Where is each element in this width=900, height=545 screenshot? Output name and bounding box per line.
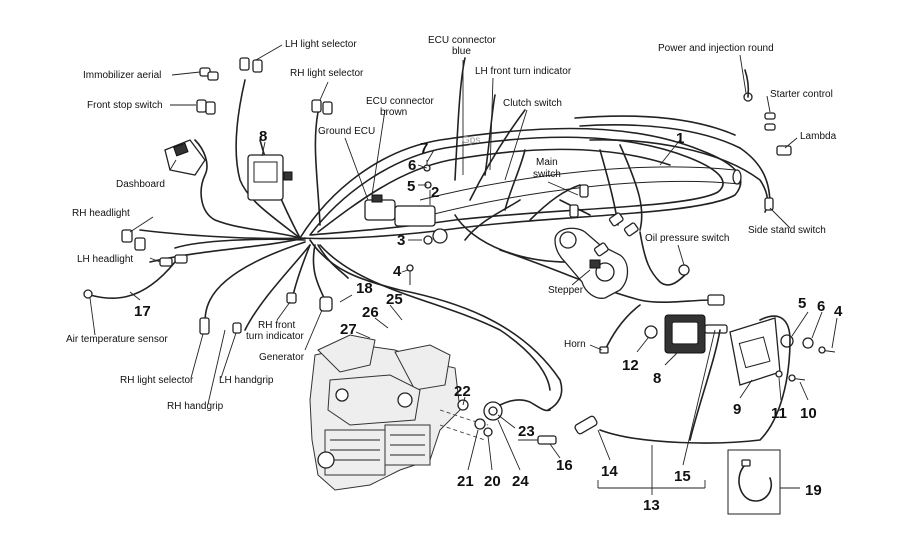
part-number-2: 2 (431, 184, 439, 201)
rh-light-selector-bottom-connector-icon (199, 317, 210, 335)
rh-headlight-connector-icon (121, 229, 146, 251)
main-switch-connector-icon (569, 184, 589, 218)
part-number-5-right: 5 (798, 295, 806, 312)
label-power-injection-round: Power and injection round (658, 43, 774, 54)
leader-lines (89, 44, 838, 495)
part-number-12: 12 (622, 357, 639, 374)
part-number-4: 4 (393, 263, 402, 280)
part-number-23: 23 (518, 423, 535, 440)
part-number-6-right: 6 (817, 298, 825, 315)
ignition-coil-icon (664, 314, 728, 354)
label-rh-handgrip: RH handgrip (167, 401, 224, 412)
label-stepper: Stepper (548, 285, 584, 296)
ecu-box-8-icon (247, 154, 293, 201)
horn-connector-icon (599, 325, 658, 354)
starter-control-connector-icon (764, 112, 776, 131)
lambda-connector-icon (776, 145, 792, 156)
label-generator: Generator (259, 352, 305, 363)
label-lh-front-turn-indicator: LH front turn indicator (475, 66, 572, 77)
rh-front-turn-indicator-connector-icon (286, 292, 297, 304)
lh-handgrip-connector-icon (232, 322, 242, 334)
immobilizer-connector-icon (199, 67, 219, 81)
part-number-1: 1 (676, 130, 684, 147)
part-number-4-right: 4 (834, 303, 843, 320)
lh-light-selector-connector-icon (239, 57, 263, 73)
label-lambda: Lambda (800, 131, 837, 142)
label-ecu-connector-blue-2: blue (452, 46, 471, 57)
label-ground-ecu: Ground ECU (318, 126, 375, 137)
side-stand-switch-connector-icon (764, 197, 774, 211)
frame-tube (419, 166, 742, 216)
part-number-21: 21 (457, 473, 474, 490)
lh-headlight-connector-icon (159, 254, 188, 267)
part-numbers: 1 2 3 4 5 6 7 8 17 18 25 26 27 5 6 4 8 1… (134, 128, 843, 514)
coil-bracket-icon (729, 317, 781, 386)
part-number-3: 3 (397, 232, 405, 249)
part-number-17: 17 (134, 303, 151, 320)
part-number-11: 11 (771, 405, 787, 422)
label-gps: Gps (462, 135, 480, 146)
label-rh-front-turn-indicator-1: RH front (258, 320, 295, 331)
ecu-connector-icon (364, 194, 448, 244)
power-injection-round-icon (743, 69, 753, 102)
part-number-9: 9 (733, 401, 741, 418)
label-ecu-connector-brown-2: brown (380, 107, 407, 118)
label-main-switch-1: Main (536, 157, 558, 168)
label-dashboard: Dashboard (116, 179, 165, 190)
part-number-20: 20 (484, 473, 501, 490)
text-labels: LH light selector Immobilizer aerial RH … (66, 35, 837, 412)
clamp-19-icon (727, 449, 781, 515)
label-lh-handgrip: LH handgrip (219, 375, 274, 386)
hv-cables-icon (574, 315, 791, 444)
part-number-14: 14 (601, 463, 618, 480)
engine-illustration (309, 334, 461, 491)
pickup-assembly-icon (439, 399, 557, 445)
label-air-temperature-sensor: Air temperature sensor (66, 334, 168, 345)
label-lh-light-selector: LH light selector (285, 39, 357, 50)
bolts-right-icon (775, 334, 836, 382)
part-number-8-right: 8 (653, 370, 661, 387)
label-horn: Horn (564, 339, 586, 350)
label-rh-light-selector-bottom: RH light selector (120, 375, 194, 386)
label-ecu-connector-brown-1: ECU connector (366, 96, 434, 107)
label-starter-control: Starter control (770, 89, 833, 100)
label-clutch-switch: Clutch switch (503, 98, 562, 109)
label-side-stand-switch: Side stand switch (748, 225, 826, 236)
part-number-13: 13 (643, 497, 660, 514)
part-number-26: 26 (362, 304, 379, 321)
label-ecu-connector-blue-1: ECU connector (428, 35, 496, 46)
generator-connector-icon (319, 296, 333, 312)
part-number-7: 7 (420, 140, 428, 157)
front-stop-switch-connector-icon (196, 99, 216, 115)
part-number-16: 16 (556, 457, 573, 474)
label-rh-light-selector-top: RH light selector (290, 68, 364, 79)
label-oil-pressure-switch: Oil pressure switch (645, 233, 729, 244)
label-front-stop-switch: Front stop switch (87, 100, 163, 111)
part-number-18: 18 (356, 280, 373, 297)
label-rh-headlight: RH headlight (72, 208, 130, 219)
injector-connectors-icon (593, 212, 639, 257)
part-number-15: 15 (674, 468, 691, 485)
label-rh-front-turn-indicator-2: turn indicator (246, 331, 304, 342)
oil-pressure-switch-icon (678, 264, 725, 306)
part-number-6: 6 (408, 157, 416, 174)
air-temperature-sensor-icon (83, 261, 176, 299)
part-number-22: 22 (454, 383, 471, 400)
label-immobilizer-aerial: Immobilizer aerial (83, 70, 161, 81)
part-number-5: 5 (407, 178, 415, 195)
part-number-10: 10 (800, 405, 817, 422)
part-number-8: 8 (259, 128, 267, 145)
stepper-throttle-body-icon (554, 227, 629, 299)
label-main-switch-2: switch (533, 169, 561, 180)
part-number-19: 19 (805, 482, 822, 499)
part-number-25: 25 (386, 291, 403, 308)
dashboard-icon (164, 139, 206, 176)
label-lh-headlight: LH headlight (77, 254, 133, 265)
part-number-27: 27 (340, 321, 357, 338)
rh-light-selector-connector-icon (311, 99, 333, 115)
part-number-24: 24 (512, 473, 529, 490)
